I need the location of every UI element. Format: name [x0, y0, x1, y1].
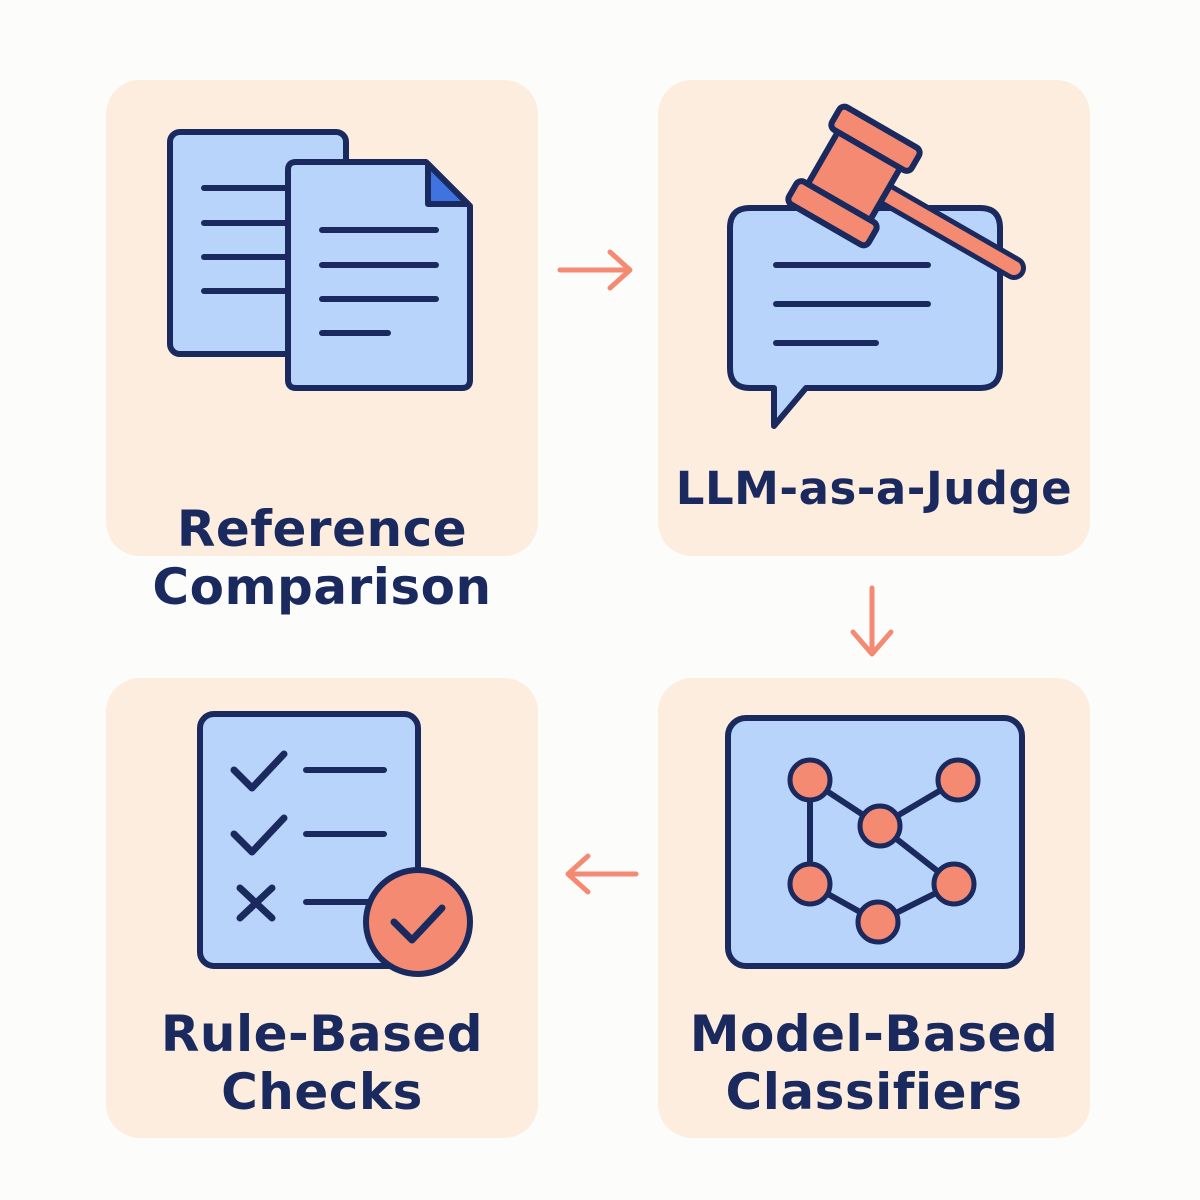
card-label: Reference Comparison [106, 500, 538, 616]
graph-node [787, 861, 833, 907]
card-llm-as-a-judge: LLM-as-a-Judge [658, 80, 1090, 556]
card-label: Rule-Based Checks [106, 1005, 538, 1121]
graph-node [855, 899, 901, 945]
label-line: Comparison [152, 558, 492, 616]
arrow-right [557, 249, 633, 291]
gavel-chat-icon [727, 103, 1026, 429]
label-line: LLM-as-a-Judge [675, 462, 1073, 515]
card-rule-based-checks: Rule-Based Checks [106, 678, 538, 1138]
graph-node [935, 757, 981, 803]
arrow-down [850, 585, 894, 657]
checklist-icon [197, 711, 473, 977]
graph-node [787, 757, 833, 803]
graph-node [931, 861, 977, 907]
label-line: Classifiers [725, 1063, 1023, 1121]
graph-node [857, 803, 903, 849]
documents-icon [167, 129, 473, 391]
card-model-based-classifiers: Model-Based Classifiers [658, 678, 1090, 1138]
arrow-left [565, 853, 639, 895]
label-line: Reference [176, 500, 468, 558]
label-line: Rule-Based [160, 1005, 484, 1063]
label-line: Checks [221, 1063, 423, 1121]
label-line: Model-Based [689, 1005, 1059, 1063]
card-label: LLM-as-a-Judge [658, 460, 1090, 518]
card-label: Model-Based Classifiers [658, 1005, 1090, 1121]
card-reference-comparison: Reference Comparison [106, 80, 538, 616]
network-graph-icon [725, 715, 1025, 969]
